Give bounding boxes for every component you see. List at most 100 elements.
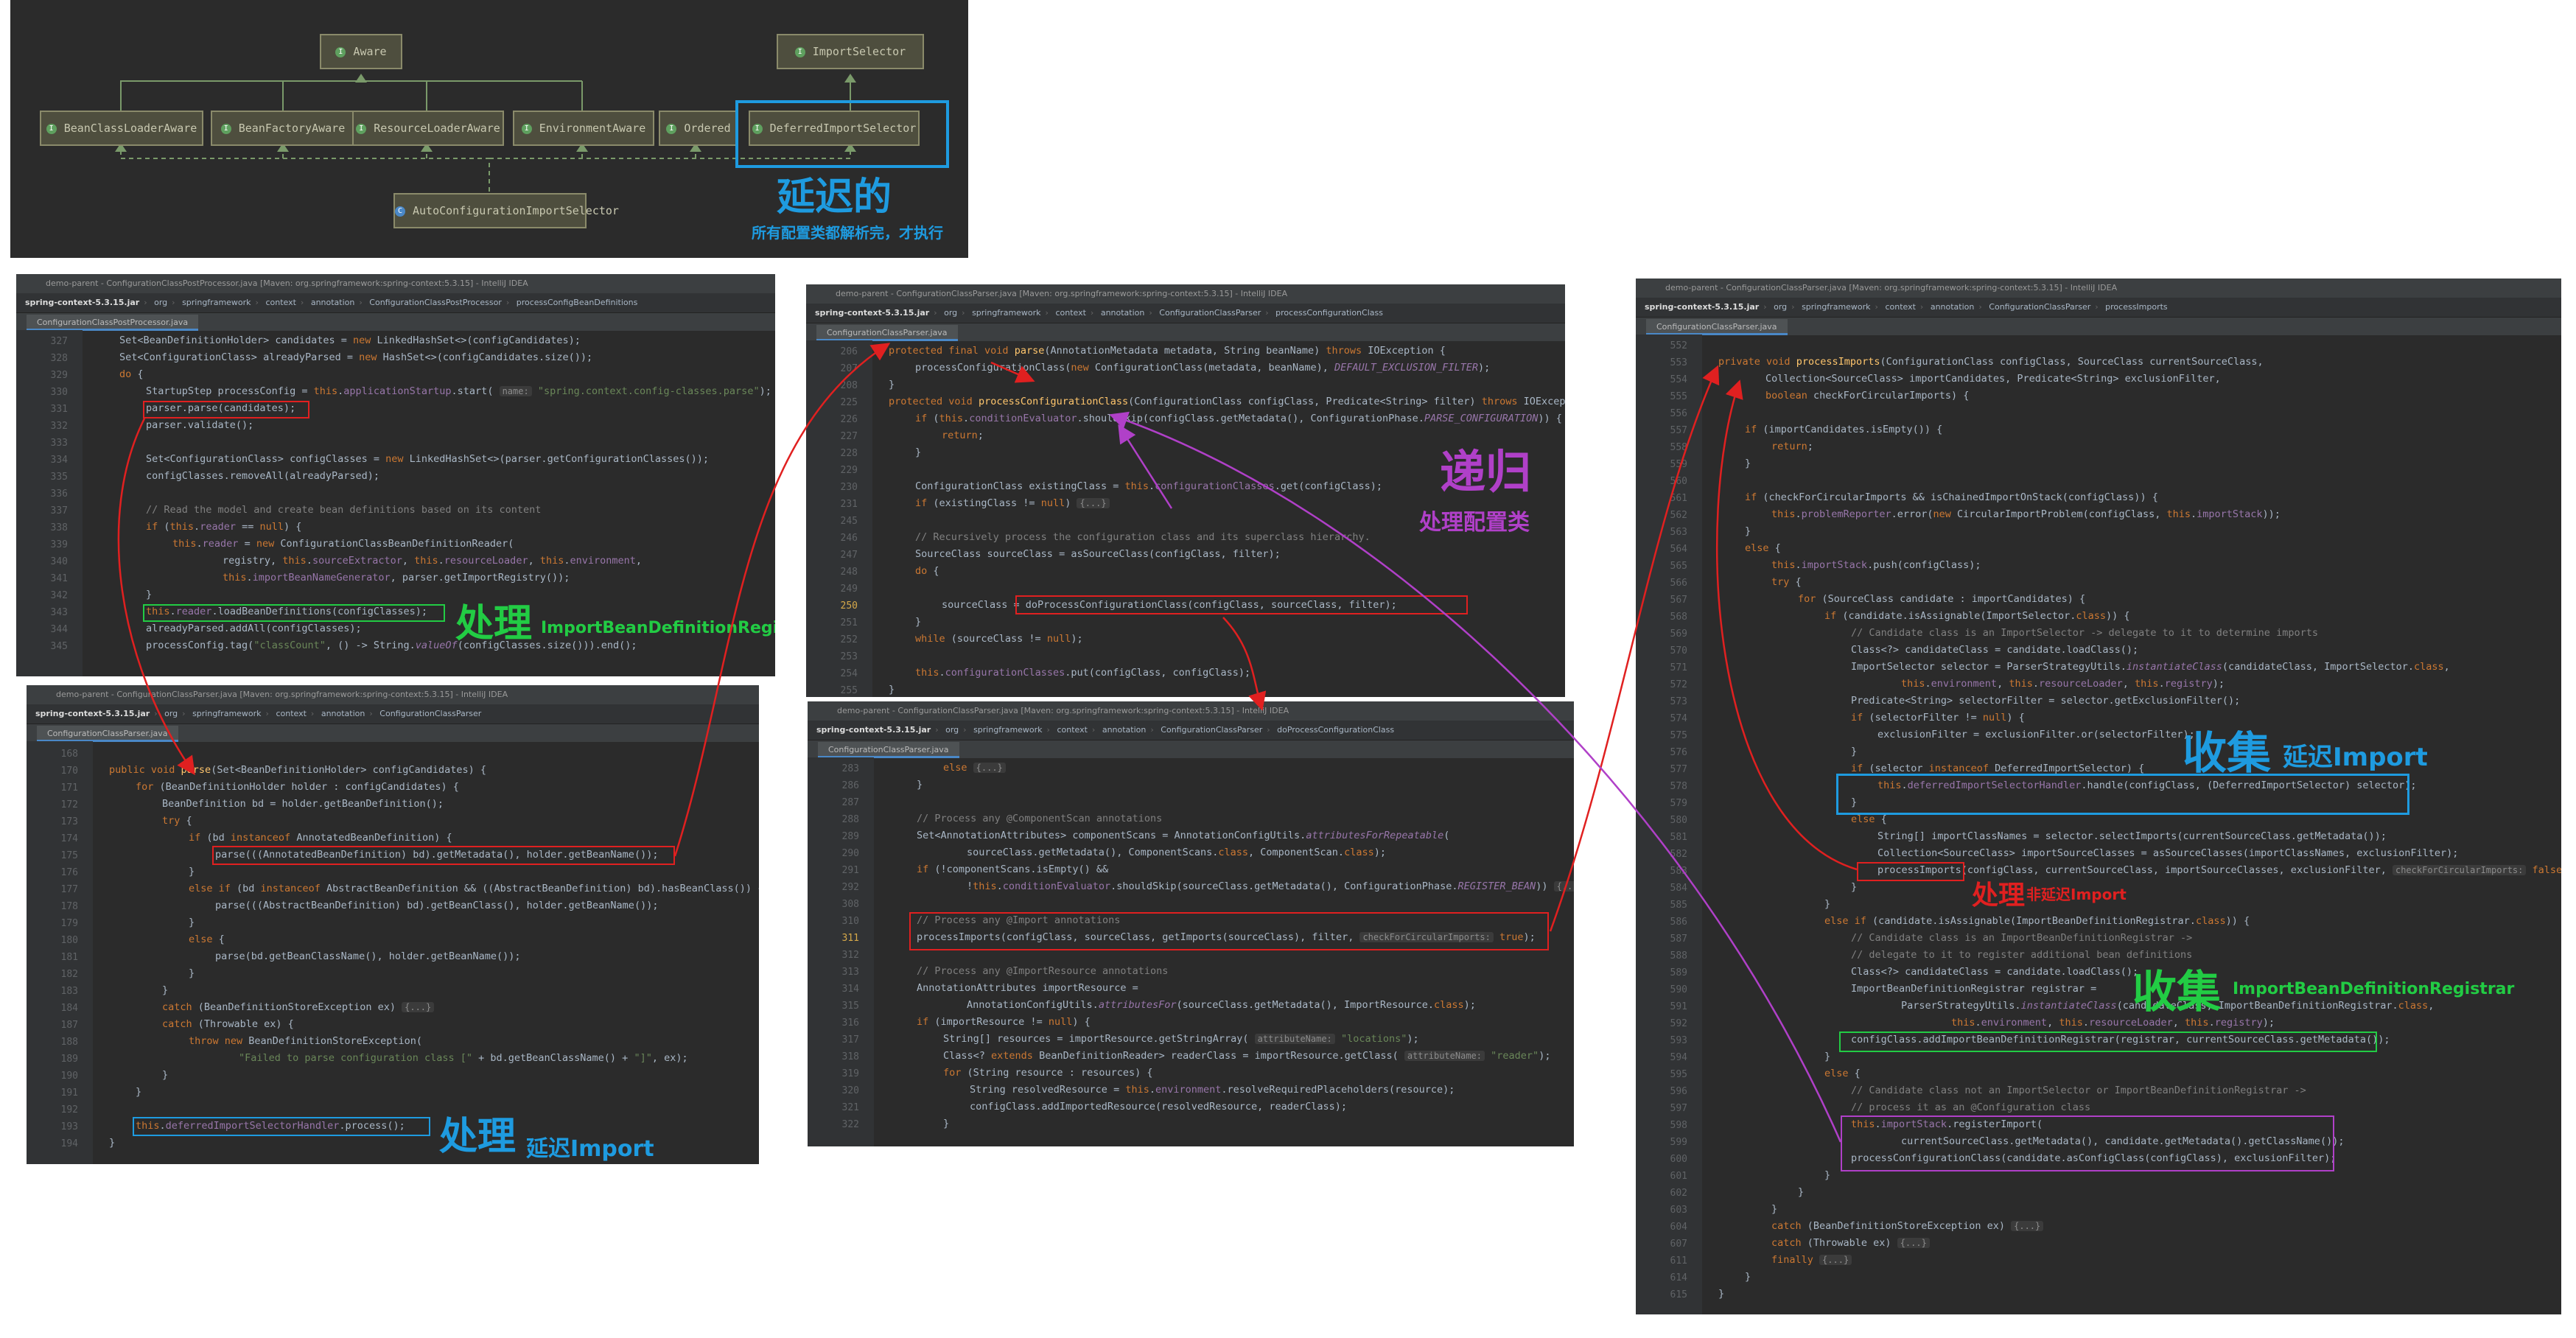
crumb-package[interactable]: context bbox=[1057, 725, 1088, 735]
tab-parser[interactable]: ConfigurationClassParser.java bbox=[818, 742, 959, 758]
ide-window-process-imports: demo-parent - ConfigurationClassParser.j… bbox=[1636, 279, 2561, 1314]
crumb-package[interactable]: org bbox=[944, 308, 958, 318]
parse-call-highlight bbox=[143, 401, 309, 418]
load-bean-definitions-highlight bbox=[143, 604, 445, 622]
class-icon: C bbox=[395, 206, 405, 217]
window-title: demo-parent - ConfigurationClassParser.j… bbox=[808, 701, 1574, 721]
annotation-collect: 收集 bbox=[2183, 728, 2271, 780]
ide-window-parser-parse: demo-parent - ConfigurationClassParser.j… bbox=[27, 685, 759, 1164]
annotation-registrar: ImportBeanDefinitionRegistrar bbox=[541, 619, 775, 637]
crumb-package[interactable]: annotation bbox=[1102, 725, 1147, 735]
recursive-process-imports-highlight bbox=[1857, 862, 1964, 881]
crumb-class[interactable]: ConfigurationClassPostProcessor bbox=[369, 298, 502, 307]
crumb-class[interactable]: ConfigurationClassParser bbox=[1989, 302, 2091, 312]
tab-parser[interactable]: ConfigurationClassParser.java bbox=[816, 325, 958, 341]
editor-tabs: ConfigurationClassParser.java bbox=[1636, 318, 2561, 335]
crumb-package[interactable]: org bbox=[164, 709, 178, 718]
editor-tabs: ConfigurationClassParser.java bbox=[806, 323, 1565, 341]
crumb-jar[interactable]: spring-context-5.3.15.jar bbox=[815, 308, 930, 318]
tab-parser[interactable]: ConfigurationClassParser.java bbox=[37, 726, 178, 742]
crumb-package[interactable]: annotation bbox=[310, 298, 355, 307]
interface-icon: I bbox=[46, 123, 57, 134]
do-process-highlight bbox=[1015, 595, 1468, 614]
window-title: demo-parent - ConfigurationClassParser.j… bbox=[27, 685, 759, 704]
parse-annotated-highlight bbox=[212, 846, 675, 865]
ide-window-process-configuration-class: demo-parent - ConfigurationClassParser.j… bbox=[806, 284, 1565, 697]
crumb-package[interactable]: springframework bbox=[192, 709, 262, 718]
crumb-jar[interactable]: spring-context-5.3.15.jar bbox=[25, 298, 140, 307]
editor-tabs: ConfigurationClassParser.java bbox=[27, 724, 759, 742]
interface-icon: I bbox=[752, 123, 763, 134]
crumb-package[interactable]: context bbox=[276, 709, 307, 718]
crumb-package[interactable]: context bbox=[265, 298, 296, 307]
crumb-package[interactable]: context bbox=[1055, 308, 1086, 318]
annotation-non-deferred-import: 非延迟Import bbox=[2026, 886, 2127, 903]
window-title: demo-parent - ConfigurationClassParser.j… bbox=[806, 284, 1565, 304]
process-configuration-class-highlight bbox=[1841, 1115, 2334, 1171]
crumb-method[interactable]: doProcessConfigurationClass bbox=[1277, 725, 1395, 735]
crumb-class[interactable]: ConfigurationClassParser bbox=[1161, 725, 1263, 735]
tab-parser[interactable]: ConfigurationClassParser.java bbox=[1646, 319, 1788, 335]
tab-post-processor[interactable]: ConfigurationClassPostProcessor.java bbox=[27, 315, 199, 331]
deferred-handle-highlight bbox=[1836, 774, 2409, 815]
crumb-package[interactable]: org bbox=[154, 298, 168, 307]
crumb-class[interactable]: ConfigurationClassParser bbox=[379, 709, 482, 718]
interface-icon: I bbox=[666, 123, 677, 134]
annotation-process: 处理 bbox=[455, 602, 533, 646]
breadcrumb: spring-context-5.3.15.jar› org› springfr… bbox=[16, 293, 775, 313]
process-imports-highlight bbox=[909, 912, 1549, 950]
editor-tabs: ConfigurationClassParser.java bbox=[808, 740, 1574, 758]
deferred-note-title: 延迟的 bbox=[777, 175, 892, 220]
ide-window-post-processor: demo-parent - ConfigurationClassPostProc… bbox=[16, 274, 775, 676]
crumb-jar[interactable]: spring-context-5.3.15.jar bbox=[816, 725, 931, 735]
crumb-package[interactable]: springframework bbox=[1802, 302, 1871, 312]
crumb-jar[interactable]: spring-context-5.3.15.jar bbox=[1645, 302, 1760, 312]
annotation-registrar: ImportBeanDefinitionRegistrar bbox=[2233, 980, 2515, 998]
crumb-package[interactable]: org bbox=[1774, 302, 1788, 312]
crumb-package[interactable]: springframework bbox=[973, 725, 1043, 735]
crumb-package[interactable]: context bbox=[1885, 302, 1916, 312]
crumb-package[interactable]: org bbox=[945, 725, 959, 735]
crumb-package[interactable]: springframework bbox=[972, 308, 1041, 318]
breadcrumb: spring-context-5.3.15.jar› org› springfr… bbox=[806, 304, 1565, 323]
annotation-process-config-class: 处理配置类 bbox=[1419, 510, 1530, 536]
annotation-deferred-import: 延迟Import bbox=[526, 1136, 654, 1162]
crumb-package[interactable]: annotation bbox=[321, 709, 365, 718]
window-title: demo-parent - ConfigurationClassPostProc… bbox=[16, 274, 775, 293]
deferred-note-subtitle: 所有配置类都解析完，才执行 bbox=[752, 224, 943, 242]
breadcrumb: spring-context-5.3.15.jar› org› springfr… bbox=[1636, 298, 2561, 318]
ide-window-do-process-configuration-class: demo-parent - ConfigurationClassParser.j… bbox=[808, 701, 1574, 1146]
crumb-package[interactable]: springframework bbox=[182, 298, 251, 307]
interface-icon: I bbox=[335, 46, 346, 57]
crumb-jar[interactable]: spring-context-5.3.15.jar bbox=[35, 709, 150, 718]
crumb-package[interactable]: annotation bbox=[1930, 302, 1975, 312]
interface-icon: I bbox=[794, 46, 805, 57]
gutter bbox=[16, 330, 83, 676]
interface-icon: I bbox=[521, 123, 532, 134]
annotation-process: 处理 bbox=[439, 1115, 517, 1159]
crumb-class[interactable]: ConfigurationClassParser bbox=[1159, 308, 1261, 318]
add-registrar-highlight bbox=[1839, 1031, 2377, 1052]
crumb-package[interactable]: annotation bbox=[1100, 308, 1145, 318]
interface-icon: I bbox=[356, 123, 367, 134]
annotation-deferred-import: 延迟Import bbox=[2283, 743, 2428, 772]
annotation-process: 处理 bbox=[1972, 880, 2026, 911]
crumb-method[interactable]: processConfigurationClass bbox=[1275, 308, 1383, 318]
crumb-method[interactable]: processImports bbox=[2105, 302, 2168, 312]
deferred-highlight-box bbox=[735, 100, 949, 168]
window-title: demo-parent - ConfigurationClassParser.j… bbox=[1636, 279, 2561, 298]
crumb-method[interactable]: processConfigBeanDefinitions bbox=[516, 298, 638, 307]
deferred-process-highlight bbox=[133, 1117, 430, 1136]
